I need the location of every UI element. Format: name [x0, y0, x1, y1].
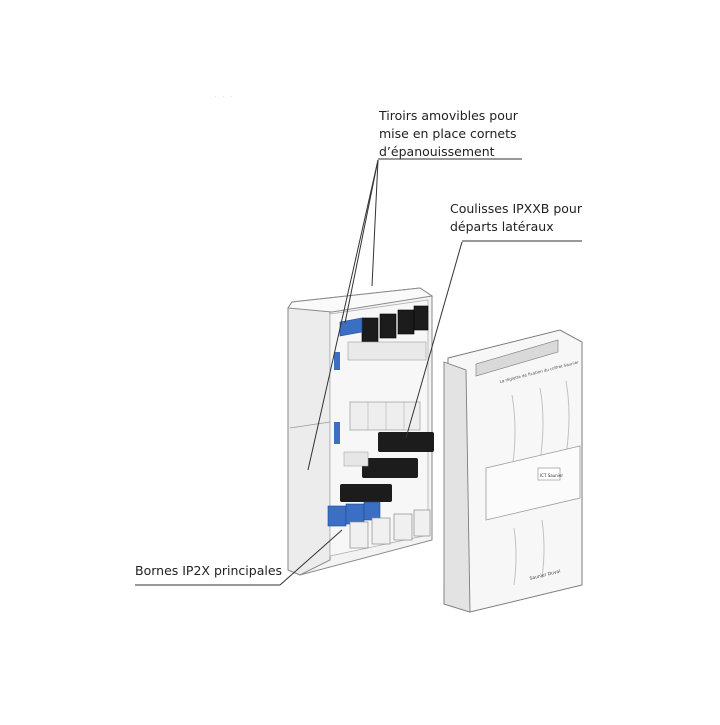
callout-line: départs latéraux: [450, 219, 554, 234]
leader-terminals: [279, 529, 343, 586]
blue-module: [334, 352, 340, 370]
callout-line: Tiroirs amovibles pour: [379, 108, 518, 123]
callout-line: d’épanouissement: [379, 144, 495, 159]
black-slide: [362, 458, 418, 478]
bottom-terminal-row: [349, 509, 431, 549]
top-drawer: [397, 309, 415, 335]
cover-logo-plate: [537, 467, 561, 481]
cover-vent-grille: [475, 339, 559, 377]
callout-line: mise en place cornets: [379, 126, 517, 141]
cover-logo-label: ICT Saunier: [540, 473, 563, 478]
callout-ip2x-terminals: Bornes IP2X principales: [135, 562, 282, 580]
blue-terminal: [345, 503, 365, 525]
callout-removable-drawers: Tiroirs amovibles pour mise en place cor…: [379, 107, 518, 161]
cover-rib: [513, 527, 517, 586]
bottom-terminal: [371, 517, 391, 545]
blue-module: [334, 422, 340, 444]
cover-rib: [539, 387, 544, 463]
top-drawer: [413, 305, 429, 331]
leader-drawers-2: [371, 159, 379, 287]
callout-ipxxb-slides: Coulisses IPXXB pour départs latéraux: [450, 200, 582, 236]
bottom-terminal: [393, 513, 413, 541]
cover-rib: [565, 380, 570, 456]
middle-drawers: [349, 401, 421, 431]
cover-side-edge: [443, 361, 471, 613]
blue-left-modules: [334, 352, 340, 444]
callout-line: Coulisses IPXXB pour: [450, 201, 582, 216]
open-cabinet: [287, 287, 434, 576]
top-drawer: [361, 317, 379, 343]
leader-drawers-3: [307, 159, 379, 471]
black-slide: [378, 432, 434, 452]
black-slide-modules: [340, 432, 434, 502]
top-drawers: [339, 305, 429, 361]
top-drawer: [379, 313, 397, 339]
cover-rib: [541, 519, 545, 579]
slide-rail: [343, 451, 369, 467]
blue-terminal: [363, 501, 381, 521]
blue-terminal: [327, 505, 347, 527]
leader-slides: [405, 241, 463, 439]
blue-terminals: [327, 501, 381, 527]
cabinet-left-wall: [287, 299, 331, 576]
top-drawer-base: [347, 341, 427, 361]
black-slide: [340, 484, 392, 502]
cover-band: [485, 445, 581, 521]
white-drawer: [349, 401, 421, 431]
bottom-terminal: [413, 509, 431, 537]
leader-drawers-1: [344, 159, 379, 324]
cabinet-top-face: [287, 287, 434, 313]
leader-lines: [135, 158, 582, 586]
bottom-terminal: [349, 521, 369, 549]
cabinet-mid-seam: [289, 421, 331, 429]
faint-mark: ˙ ˙ ˙: [215, 97, 235, 103]
callout-line: Bornes IP2X principales: [135, 563, 283, 578]
front-cover: La réglette de fixation du coffret Sauni…: [443, 329, 583, 613]
